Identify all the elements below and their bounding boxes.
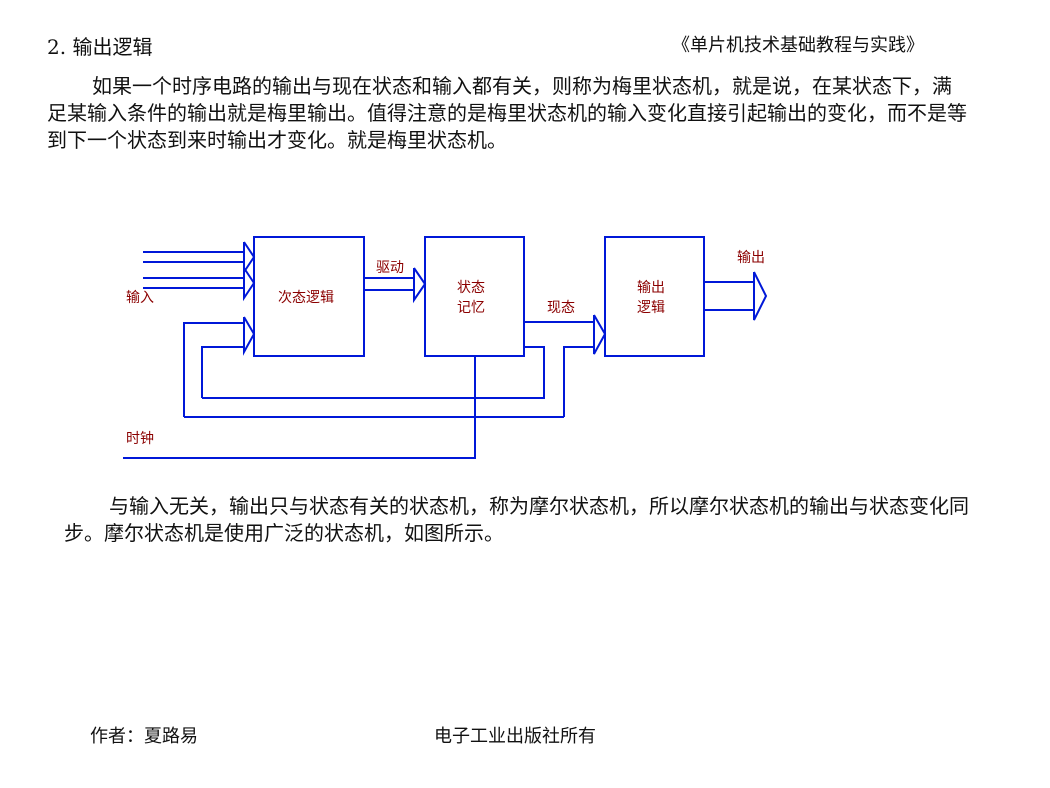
output-arrow xyxy=(704,271,768,321)
drive-label: 驱动 xyxy=(376,260,404,276)
output-logic-block xyxy=(604,236,705,357)
author-credit: 作者：夏路易 xyxy=(90,726,198,747)
clock-line xyxy=(123,356,476,459)
output-label: 输出 xyxy=(737,250,765,266)
clock-label: 时钟 xyxy=(126,430,154,447)
book-title: 《单片机技术基础教程与实践》 xyxy=(672,35,924,56)
output-logic-label-line2: 逻辑 xyxy=(637,300,665,316)
drive-arrow xyxy=(364,267,427,304)
state-memory-label-line1: 状态 xyxy=(457,280,485,296)
current-state-label: 现态 xyxy=(547,300,575,316)
current-state-arrow xyxy=(184,314,607,418)
input-arrow-2 xyxy=(143,267,256,302)
next-state-logic-label: 次态逻辑 xyxy=(278,290,334,306)
moore-paragraph: 与输入无关，输出只与状态有关的状态机，称为摩尔状态机，所以摩尔状态机的输出与状态… xyxy=(64,494,969,545)
next-state-logic-block xyxy=(253,236,365,357)
publisher-credit: 电子工业出版社所有 xyxy=(434,726,596,747)
feedback-arrow xyxy=(183,316,256,417)
section-heading: 2. 输出逻辑 xyxy=(47,35,153,59)
mealy-paragraph: 如果一个时序电路的输出与现在状态和输入都有关，则称为梅里状态机，就是说，在某状态… xyxy=(47,74,967,152)
state-memory-block xyxy=(424,236,525,357)
input-label: 输入 xyxy=(126,290,154,306)
state-memory-label-line2: 记忆 xyxy=(457,300,485,316)
output-logic-label-line1: 输出 xyxy=(637,280,665,296)
input-arrow-1 xyxy=(143,241,256,276)
